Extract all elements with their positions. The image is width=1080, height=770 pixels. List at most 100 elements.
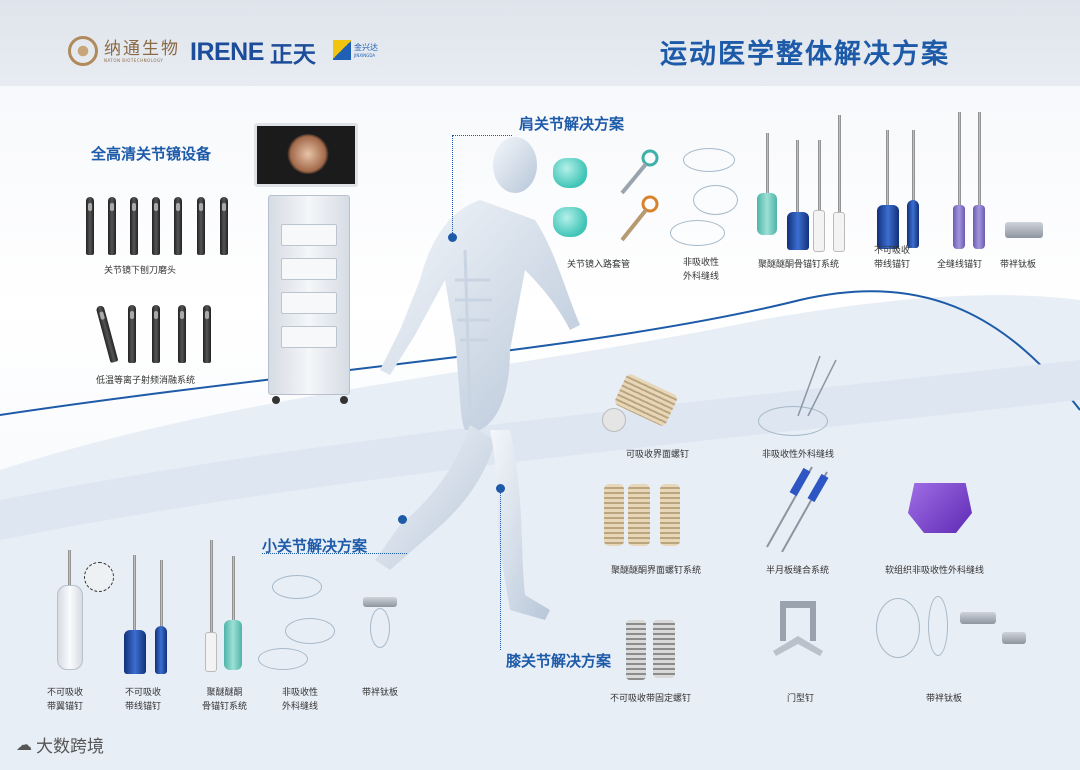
suture-loop [272,575,322,599]
cannula-label: 关节镜入路套管 [567,260,631,270]
small-joint-marker [398,515,407,524]
shoulder-title: 肩关节解决方案 [519,115,625,133]
suture-needles [797,356,837,416]
irene-name-en: IRENE [190,37,264,66]
ablation-probe [203,305,211,363]
jinxingda-emblem-icon [333,40,351,60]
titanium-plate [960,612,996,624]
magnified-view [84,562,114,592]
small-anchor-label: 不可吸收 带线锚钉 [125,688,162,712]
knee-suture-label: 非吸收性外科缝线 [762,450,835,460]
shaver-blade [197,197,205,255]
small-suture-label: 非吸收性 外科缝线 [282,688,319,712]
winged-anchor-handle [57,585,83,670]
titanium-plate [363,597,397,607]
ablation-unit [281,292,337,314]
watermark: ☁ 大数跨境 [16,732,104,757]
suture-loop [683,148,735,172]
peek-screw [604,484,624,546]
anchor-handle [155,626,167,674]
shoulder-plate-label: 带袢钛板 [1000,260,1037,270]
shoulder-anchor-label: 不可吸收 带线锚钉 [874,246,911,270]
anchor-handle [787,212,809,250]
anchor-shaft [886,130,889,210]
anchor-handle [813,210,825,252]
shaver-blade [130,197,138,255]
peek-screw [660,484,680,546]
shaver-blade [152,197,160,255]
small-plate-label: 带袢钛板 [362,688,399,698]
anchor-shaft [160,560,163,630]
anchor-shaft [232,556,235,626]
light-source-unit [281,258,337,280]
shoulder-suture-label: 非吸收性 外科缝线 [683,258,720,282]
shoulder-connector [452,135,512,237]
watermark-text: 大数跨境 [36,737,104,757]
naton-name-cn: 纳通生物 [104,38,180,59]
shaver-blade [174,197,182,255]
suture-loop [670,220,725,246]
irene-name-cn: 正天 [269,42,316,68]
knee-plate-label: 带袢钛板 [926,694,963,704]
anchor-handle [124,630,146,674]
suture-loop [758,406,828,436]
anchor-shaft [912,130,915,210]
ablation-probe [128,305,136,363]
cancellous-screw-label: 不可吸收带固定螺钉 [610,694,692,704]
titanium-plate [1002,632,1026,644]
naton-logo: 纳通生物 NATON BIOTECHNOLOGY [68,36,180,66]
anchor-shaft [68,550,71,590]
plate-suture-loop [370,608,390,648]
naton-name-en: NATON BIOTECHNOLOGY [104,57,164,63]
suture-anchor-pair [620,149,659,242]
soft-tissue-suture-device [908,483,972,533]
anchor-shaft [210,540,213,635]
anchor-shaft [766,133,769,208]
equipment-cart [268,195,350,395]
peek-screw [628,484,650,546]
cannula [553,158,587,188]
knee-marker [496,484,505,493]
anchor-handle [757,193,777,235]
cancellous-screw [653,620,675,678]
anchor-handle [877,205,899,249]
jinxingda-logo: 金兴达 JINXINGDA [333,40,378,60]
page-title: 运动医学整体解决方案 [660,39,950,70]
cancellous-screw [626,620,646,680]
suture-loop [693,185,738,215]
staple-label: 门型钉 [787,694,815,704]
anchor-handle [973,205,985,249]
titanium-plate [1005,222,1043,238]
anchor-shaft [978,112,981,212]
pump-unit [281,326,337,348]
shaver-blade [220,197,228,255]
suture-loop [258,648,308,670]
meniscus-label: 半月板缝合系统 [766,566,830,576]
ablation-probe [178,305,186,363]
ablation-label: 低温等离子射频消融系统 [96,376,196,386]
small-joint-connector [262,553,407,554]
staple-device [773,601,823,656]
soft-tissue-label: 软组织非吸收性外科缝线 [885,566,985,576]
small-peek-label: 聚醚醚酮 骨锚钉系统 [202,688,248,712]
anchor-shaft [838,115,841,215]
plate-suture-loop [928,596,948,656]
interference-screw-label: 可吸收界面螺钉 [626,450,690,460]
shaver-blade [108,197,116,255]
watermark-logo-icon: ☁ [16,735,32,754]
cart-wheel-icon [340,396,348,404]
equipment-title: 全高清关节镜设备 [91,145,212,163]
peek-anchor-label: 聚醚醚酮骨锚钉系统 [758,260,840,270]
suture-loop [285,618,335,644]
anchor-shaft [818,140,821,210]
ablation-probe [152,305,160,363]
runner-figure [375,137,580,620]
arthroscope-monitor [254,123,358,187]
anchor-handle [224,620,242,670]
cannula [553,207,587,237]
anchor-shaft [796,140,799,225]
anchor-handle [953,205,965,249]
peek-screw-label: 聚醚醚酮界面螺钉系统 [611,566,702,576]
shoulder-marker [448,233,457,242]
